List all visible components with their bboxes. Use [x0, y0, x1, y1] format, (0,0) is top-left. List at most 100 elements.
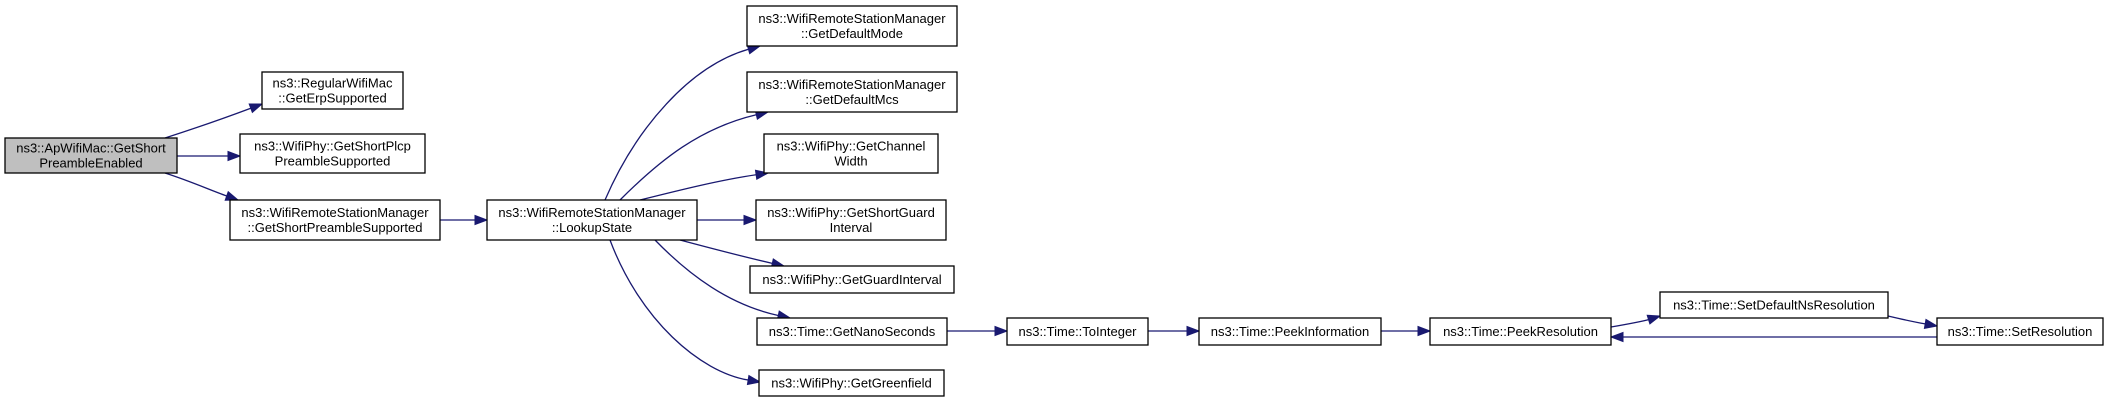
call-edges — [164, 44, 1939, 386]
call-edge — [164, 172, 240, 201]
node-box — [756, 317, 948, 346]
node-label: ns3::WifiRemoteStationManager — [758, 77, 946, 92]
arrowhead-icon — [227, 150, 242, 162]
node-label: ns3::Time::GetNanoSeconds — [769, 324, 936, 339]
call-edge — [679, 239, 786, 269]
node-box — [1659, 291, 1889, 319]
node-box — [261, 71, 404, 110]
edge-line — [654, 239, 779, 317]
arrowhead-icon — [1646, 314, 1662, 325]
node-label: ::GetDefaultMode — [801, 26, 903, 41]
node-box — [1936, 317, 2104, 346]
node-label: ns3::RegularWifiMac — [273, 76, 393, 91]
node-box — [1006, 317, 1149, 346]
node-label: Interval — [830, 220, 873, 235]
arrowhead-icon — [1186, 325, 1201, 337]
arrowhead-icon — [994, 325, 1009, 337]
function-node[interactable]: ns3::WifiRemoteStationManager::LookupSta… — [486, 199, 698, 241]
call-edge — [1887, 315, 1939, 329]
node-label: ns3::WifiPhy::GetShortPlcp — [254, 139, 411, 154]
node-box — [755, 199, 947, 241]
function-node[interactable]: ns3::WifiPhy::GetShortPlcpPreambleSuppor… — [239, 133, 426, 174]
call-edge — [609, 239, 762, 386]
function-node[interactable]: ns3::WifiPhy::GetGreenfield — [758, 369, 945, 397]
node-box — [229, 199, 441, 241]
node-label: ns3::Time::ToInteger — [1018, 324, 1137, 339]
node-label: ns3::WifiPhy::GetChannel — [777, 139, 926, 154]
node-label: ns3::WifiPhy::GetGreenfield — [771, 376, 931, 391]
edge-line — [619, 114, 757, 201]
node-box — [1429, 317, 1612, 346]
function-node[interactable]: ns3::WifiPhy::GetGuardInterval — [749, 265, 955, 294]
node-label: ns3::Time::SetDefaultNsResolution — [1673, 298, 1875, 313]
node-label: ::GetShortPreambleSupported — [248, 220, 423, 235]
node-label: ::GetErpSupported — [278, 91, 386, 106]
function-node[interactable]: ns3::WifiRemoteStationManager::GetDefaul… — [746, 71, 958, 113]
arrowhead-icon — [248, 103, 264, 114]
node-label: ::LookupState — [552, 220, 632, 235]
arrowhead-icon — [224, 190, 240, 201]
function-node[interactable]: ns3::WifiRemoteStationManager::GetShortP… — [229, 199, 441, 241]
arrowhead-icon — [746, 374, 762, 386]
call-edge — [1381, 325, 1432, 337]
node-box — [1198, 317, 1382, 346]
node-box — [239, 133, 426, 174]
node-label: ns3::WifiRemoteStationManager — [758, 11, 946, 26]
function-node[interactable]: ns3::Time::PeekInformation — [1198, 317, 1382, 346]
call-edge — [440, 214, 489, 226]
node-box — [4, 137, 178, 174]
call-edge — [164, 103, 264, 139]
arrowhead-icon — [1609, 331, 1624, 343]
call-edge — [697, 214, 758, 226]
call-edge — [1148, 325, 1201, 337]
function-node[interactable]: ns3::RegularWifiMac::GetErpSupported — [261, 71, 404, 110]
node-box — [486, 199, 698, 241]
node-label: ::GetDefaultMcs — [805, 92, 899, 107]
node-box — [758, 369, 945, 397]
node-label: PreambleEnabled — [39, 156, 142, 171]
edge-line — [164, 172, 227, 197]
node-label: ns3::Time::PeekResolution — [1443, 324, 1598, 339]
call-edge — [947, 325, 1009, 337]
arrowhead-icon — [1417, 325, 1432, 337]
node-box — [763, 133, 939, 174]
node-label: ns3::ApWifiMac::GetShort — [16, 141, 166, 156]
node-label: ns3::WifiRemoteStationManager — [241, 205, 429, 220]
call-edge — [639, 169, 770, 201]
node-label: PreambleSupported — [275, 154, 391, 169]
node-box — [746, 71, 958, 113]
edge-line — [164, 107, 251, 139]
function-node[interactable]: ns3::Time::GetNanoSeconds — [756, 317, 948, 346]
node-box — [746, 5, 958, 47]
edge-line — [639, 174, 757, 201]
edge-line — [1610, 318, 1649, 328]
edge-line — [1887, 315, 1926, 325]
node-label: ns3::Time::SetResolution — [1948, 324, 2093, 339]
call-edge — [1610, 314, 1662, 328]
function-node[interactable]: ns3::Time::SetResolution — [1936, 317, 2104, 346]
node-label: ns3::Time::PeekInformation — [1211, 324, 1369, 339]
node-label: ns3::WifiRemoteStationManager — [498, 205, 686, 220]
function-nodes: ns3::ApWifiMac::GetShortPreambleEnabledn… — [4, 5, 2104, 397]
edge-line — [679, 239, 773, 264]
node-label: ns3::WifiPhy::GetGuardInterval — [762, 272, 941, 287]
edge-line — [604, 48, 749, 201]
node-box — [749, 265, 955, 294]
call-edge — [1609, 331, 1938, 343]
arrowhead-icon — [474, 214, 489, 226]
function-node[interactable]: ns3::Time::PeekResolution — [1429, 317, 1612, 346]
arrowhead-icon — [1923, 318, 1939, 329]
call-edge — [176, 150, 242, 162]
function-node[interactable]: ns3::Time::SetDefaultNsResolution — [1659, 291, 1889, 319]
function-node[interactable]: ns3::Time::ToInteger — [1006, 317, 1149, 346]
function-node[interactable]: ns3::WifiRemoteStationManager::GetDefaul… — [746, 5, 958, 47]
arrowhead-icon — [743, 214, 758, 226]
node-label: ns3::WifiPhy::GetShortGuard — [767, 205, 935, 220]
edge-line — [609, 239, 749, 381]
node-label: Width — [834, 154, 867, 169]
call-edge — [604, 44, 762, 201]
